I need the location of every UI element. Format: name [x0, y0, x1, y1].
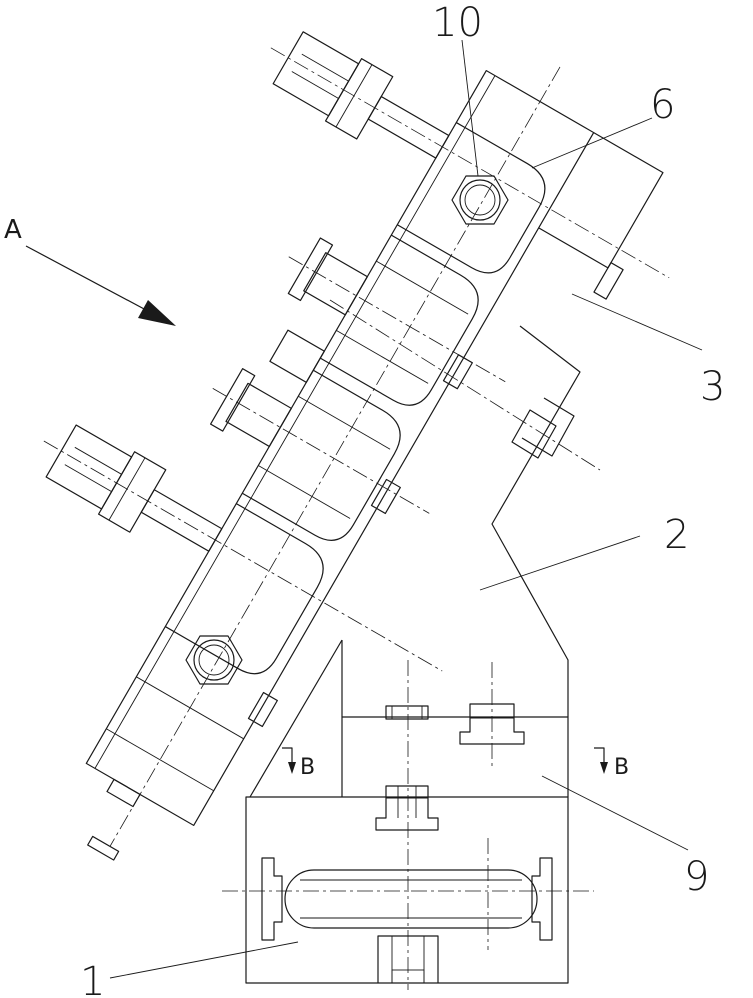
hex-nut-upper	[451, 175, 509, 225]
bracket	[249, 299, 601, 798]
section-marker-left	[282, 747, 296, 774]
section-marker-right	[594, 747, 608, 774]
arm-assembly	[43, 31, 670, 861]
label-part-1: 1	[80, 959, 105, 998]
label-section-left: B	[300, 755, 315, 780]
label-view-a: A	[4, 215, 22, 245]
label-part-10: 10	[432, 0, 483, 46]
slide-plate	[341, 640, 569, 990]
label-section-right: B	[614, 755, 629, 780]
label-part-9: 9	[684, 854, 709, 900]
label-part-6: 6	[650, 82, 675, 128]
leader-lines	[109, 39, 703, 979]
view-arrow	[25, 245, 176, 326]
label-part-2: 2	[664, 512, 689, 558]
label-part-3: 3	[700, 364, 725, 410]
hex-nut-lower	[185, 635, 243, 685]
